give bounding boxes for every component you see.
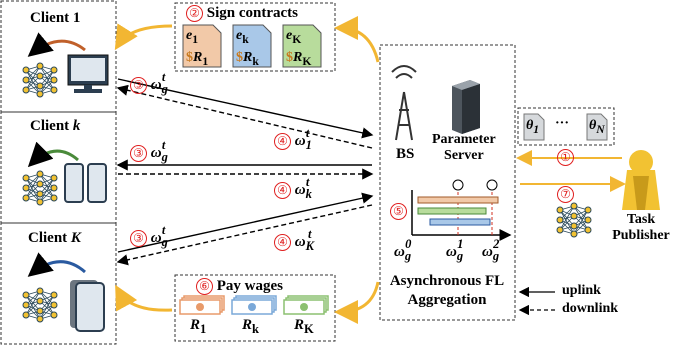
clientK-box	[0, 222, 117, 345]
contract-to-bs-arrow	[334, 16, 380, 63]
legend-uplink: uplink	[562, 283, 601, 298]
phone-icon	[64, 163, 107, 203]
clientK-label: Client K	[28, 230, 81, 246]
bs-to-wages-arrow	[334, 281, 380, 324]
tablet-icon	[70, 280, 105, 332]
wages-title: ⑥ Pay wages	[196, 278, 283, 295]
step1-marker: ①	[557, 149, 574, 166]
contracts-box	[174, 2, 336, 72]
theta-last: θN	[589, 118, 605, 136]
step5-marker: ⑤	[390, 203, 407, 220]
downlink-clientK	[116, 204, 373, 266]
clientk-training-arrow	[27, 141, 79, 168]
theta-first: θ1	[526, 118, 540, 136]
legend-downlink: downlink	[562, 301, 619, 316]
step7-marker: ⑦	[557, 186, 574, 203]
neural-network-icon	[22, 62, 58, 98]
uplink-client1	[117, 78, 374, 139]
document-icon	[523, 113, 608, 141]
contract-doc-icon	[232, 24, 272, 68]
wage-item: Rk	[242, 317, 259, 336]
omega-up-1: ④ ω1t	[274, 126, 312, 153]
contract-item: e1$R1	[186, 28, 209, 68]
agg-tick-0: ωg0	[394, 237, 412, 263]
downlink-client1	[116, 84, 373, 149]
clientK-training-arrow	[27, 252, 86, 277]
neural-network-icon	[556, 202, 592, 238]
bs-label: BS	[396, 146, 415, 162]
bs-box	[379, 44, 516, 321]
computer-icon	[67, 54, 109, 93]
omega-down-K: ③ ωgt	[130, 223, 168, 250]
wages-to-client-arrow	[115, 284, 173, 312]
wage-item: RK	[294, 317, 314, 336]
contracts-title: ② Sign contracts	[186, 5, 298, 22]
client1-training-arrow	[27, 32, 86, 57]
theta-dots: ···	[555, 116, 570, 131]
omega-up-K: ④ ωKt	[274, 227, 314, 254]
omega-up-k: ④ ωkt	[274, 175, 312, 202]
clientk-label: Client k	[30, 118, 81, 134]
aggregation-timeline	[411, 179, 512, 241]
omega-down-k: ③ ωgt	[130, 138, 168, 165]
contract-doc-icon	[282, 24, 322, 68]
person-icon	[622, 150, 660, 210]
omega-down-1: ③ ωgt	[130, 70, 168, 97]
wage-item: R1	[190, 317, 207, 336]
contract-to-client-arrow	[114, 23, 173, 51]
client1-label: Client 1	[30, 10, 81, 26]
contract-item: ek$Rk	[236, 28, 259, 68]
uplink-clientK	[117, 192, 374, 253]
contract-doc-icon	[182, 24, 222, 68]
agg-tick-2: ωg2	[482, 237, 500, 263]
client1-box	[0, 0, 117, 113]
antenna-tower-icon	[391, 65, 417, 141]
contract-item: eK$RK	[286, 28, 312, 68]
server-icon	[452, 80, 480, 134]
neural-network-icon	[22, 170, 58, 206]
clientk-box	[0, 111, 117, 224]
agg-tick-1: ωg1	[446, 237, 464, 263]
theta-box	[517, 107, 615, 146]
neural-network-icon	[22, 287, 58, 323]
